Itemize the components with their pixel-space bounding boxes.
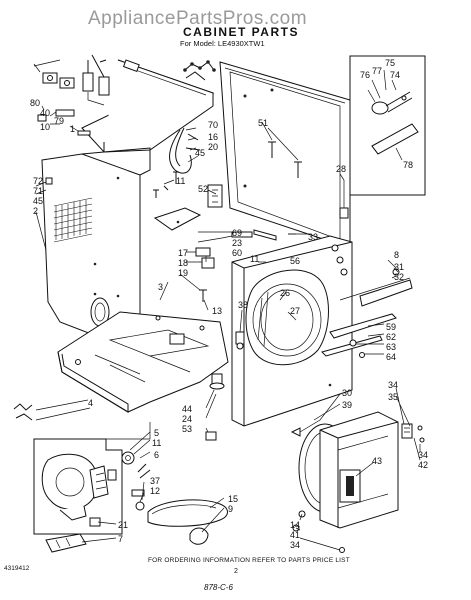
callout-63: 63 <box>386 342 396 352</box>
console-strip <box>339 268 413 307</box>
ordering-note: FOR ORDERING INFORMATION REFER TO PARTS … <box>148 557 350 564</box>
front-frame <box>219 61 351 249</box>
model-line: For Model: LE4930XTW1 <box>180 39 265 48</box>
callout-10: 10 <box>40 122 50 132</box>
callout-52: 52 <box>198 184 208 194</box>
callout-labels: 75 76 77 74 78 80 40 79 10 1 70 16 20 45… <box>30 58 428 550</box>
callout-40: 40 <box>40 108 50 118</box>
callout-78: 78 <box>403 160 413 170</box>
callout-77: 77 <box>372 66 382 76</box>
callout-16: 16 <box>208 132 218 142</box>
callout-72: 72 <box>33 176 43 186</box>
callout-80: 80 <box>30 98 40 108</box>
leveling-foot <box>205 331 245 441</box>
callout-79: 79 <box>54 116 64 126</box>
callout-11-upper: 11 <box>176 176 185 186</box>
callout-62: 62 <box>386 332 396 342</box>
callout-60: 60 <box>232 248 242 258</box>
callout-11-mid: 11 <box>250 254 259 264</box>
callout-34-bottom: 34 <box>290 540 300 550</box>
callout-42: 42 <box>418 460 428 470</box>
callout-1: 1 <box>70 124 75 134</box>
callout-76: 76 <box>360 70 370 80</box>
screws <box>153 141 302 302</box>
callout-45-top: 45 <box>195 148 205 158</box>
callout-64: 64 <box>386 352 396 362</box>
callout-45-left: 45 <box>33 196 43 206</box>
terminal-blocks <box>33 54 110 136</box>
callout-13: 13 <box>212 306 222 316</box>
callout-11-lower: 11 <box>152 438 161 448</box>
callout-2: 2 <box>33 206 38 216</box>
wire-harness <box>169 60 216 174</box>
harness-kit-inset <box>349 55 426 196</box>
callout-18: 18 <box>178 258 188 268</box>
callout-32: 32 <box>394 272 404 282</box>
callout-31: 31 <box>394 262 404 272</box>
hinge-parts <box>339 423 425 553</box>
doc-number: 4319412 <box>4 565 30 572</box>
drive-belt <box>147 499 228 545</box>
switch-bracket <box>153 184 223 231</box>
callout-74: 74 <box>390 70 400 80</box>
watermark-text: AppliancePartsPros.com <box>88 8 307 29</box>
callout-75: 75 <box>385 58 395 68</box>
callout-53: 53 <box>182 424 192 434</box>
toe-strip <box>321 313 397 358</box>
callout-8: 8 <box>394 250 399 260</box>
door-latch-brackets <box>195 229 310 269</box>
callout-6: 6 <box>154 450 159 460</box>
callout-21: 21 <box>118 520 128 530</box>
page-number: 2 <box>234 568 238 575</box>
callout-17: 17 <box>178 248 188 258</box>
callout-33: 33 <box>308 232 318 242</box>
callout-43: 43 <box>372 456 382 466</box>
callout-56: 56 <box>290 256 300 266</box>
base-assembly <box>57 311 229 413</box>
rear-panel <box>41 147 151 343</box>
callout-28: 28 <box>336 164 346 174</box>
callout-30: 30 <box>342 388 352 398</box>
motor-mount <box>45 517 101 553</box>
callout-27: 27 <box>290 306 300 316</box>
callout-38: 38 <box>238 300 248 310</box>
callout-71: 71 <box>33 186 43 196</box>
diagram-title: CABINET PARTS <box>183 25 299 39</box>
callout-51: 51 <box>258 118 268 128</box>
callout-34-mid: 34 <box>418 450 428 460</box>
callout-12: 12 <box>150 486 160 496</box>
callout-70: 70 <box>208 120 218 130</box>
callout-35: 35 <box>388 392 398 402</box>
top-panel <box>81 59 215 153</box>
callout-7: 7 <box>118 534 123 544</box>
callout-24: 24 <box>182 414 192 424</box>
idler-pulley <box>107 451 151 511</box>
clip-28 <box>339 180 349 219</box>
callout-37: 37 <box>150 476 160 486</box>
callout-14: 14 <box>290 520 300 530</box>
door-opening <box>245 269 329 366</box>
callout-39: 39 <box>342 400 352 410</box>
callout-34-right: 34 <box>388 380 398 390</box>
callout-4: 4 <box>88 398 93 408</box>
callout-3: 3 <box>158 282 163 292</box>
callout-23: 23 <box>232 238 242 248</box>
handwritten-note: 878-C-6 <box>204 583 233 592</box>
callout-44: 44 <box>182 404 192 414</box>
callout-41: 41 <box>290 530 300 540</box>
callout-9: 9 <box>228 504 233 514</box>
callout-15: 15 <box>228 494 238 504</box>
door-assembly <box>290 411 399 532</box>
callout-19: 19 <box>178 268 188 278</box>
callout-26: 26 <box>280 288 290 298</box>
callout-59: 59 <box>386 322 396 332</box>
motor-inset <box>13 403 123 535</box>
callout-20: 20 <box>208 142 218 152</box>
callout-69: 69 <box>232 228 242 238</box>
leader-lines <box>35 69 421 551</box>
callout-5: 5 <box>154 428 159 438</box>
